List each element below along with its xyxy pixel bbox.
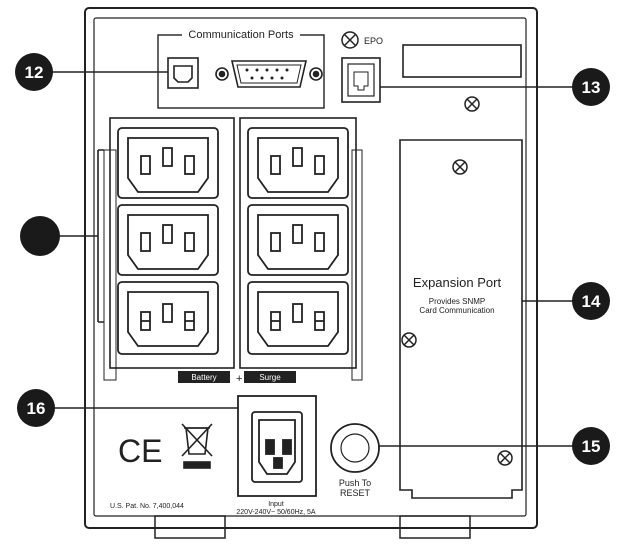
epo-port [341, 57, 381, 103]
outlet-tags: Battery + Surge [178, 371, 296, 385]
expansion-port [399, 139, 523, 499]
weee-bin-icon [181, 423, 213, 469]
callout-14-label: 14 [582, 292, 601, 311]
blank-plate [402, 44, 522, 78]
expansion-desc-2: Card Communication [419, 306, 494, 315]
usb-port [167, 57, 199, 89]
chassis [84, 7, 538, 539]
callout-15-label: 15 [582, 437, 601, 456]
outlet-right-2 [247, 204, 349, 276]
ac-input [237, 395, 317, 497]
input-label-2: 220V-240V~ 50/60Hz, 5A [236, 509, 316, 516]
callout-14: 14 [572, 282, 610, 320]
outlet-right-3 [247, 281, 349, 355]
screw-icon [497, 450, 513, 466]
outlet-left-1 [117, 127, 219, 199]
leader-lines [52, 71, 574, 447]
outlet-tag-left: Battery [191, 373, 216, 382]
callout-12: 12 [15, 53, 53, 91]
communication-ports-title: Communication Ports [188, 29, 294, 41]
svg-text:+: + [236, 373, 242, 385]
outlet-left-3 [117, 281, 219, 355]
callout-blank [20, 216, 60, 256]
screw-icon [464, 96, 480, 112]
expansion-title: Expansion Port [413, 275, 502, 290]
callout-13: 13 [572, 68, 610, 106]
epo-icon [341, 31, 359, 49]
callout-15: 15 [572, 427, 610, 465]
patent-text: U.S. Pat. No. 7,400,044 [110, 503, 184, 510]
outlet-left-2 [117, 204, 219, 276]
outlet-right-1 [247, 127, 349, 199]
serial-port [215, 60, 323, 88]
epo-label: EPO [364, 36, 383, 46]
screw-icon [452, 159, 468, 175]
outlet-tag-right: Surge [259, 373, 281, 382]
outlet-bank [103, 117, 363, 381]
callout-13-label: 13 [582, 78, 601, 97]
reset-button [330, 423, 380, 473]
ce-mark: CE [118, 433, 162, 469]
screw-icon [401, 332, 417, 348]
reset-label-1: Push To [339, 478, 371, 488]
callout-12-label: 12 [25, 63, 44, 82]
expansion-desc-1: Provides SNMP [429, 297, 485, 306]
callout-16: 16 [17, 389, 55, 427]
input-label-1: Input [268, 501, 284, 508]
callout-16-label: 16 [27, 399, 46, 418]
reset-label-2: RESET [340, 488, 371, 498]
